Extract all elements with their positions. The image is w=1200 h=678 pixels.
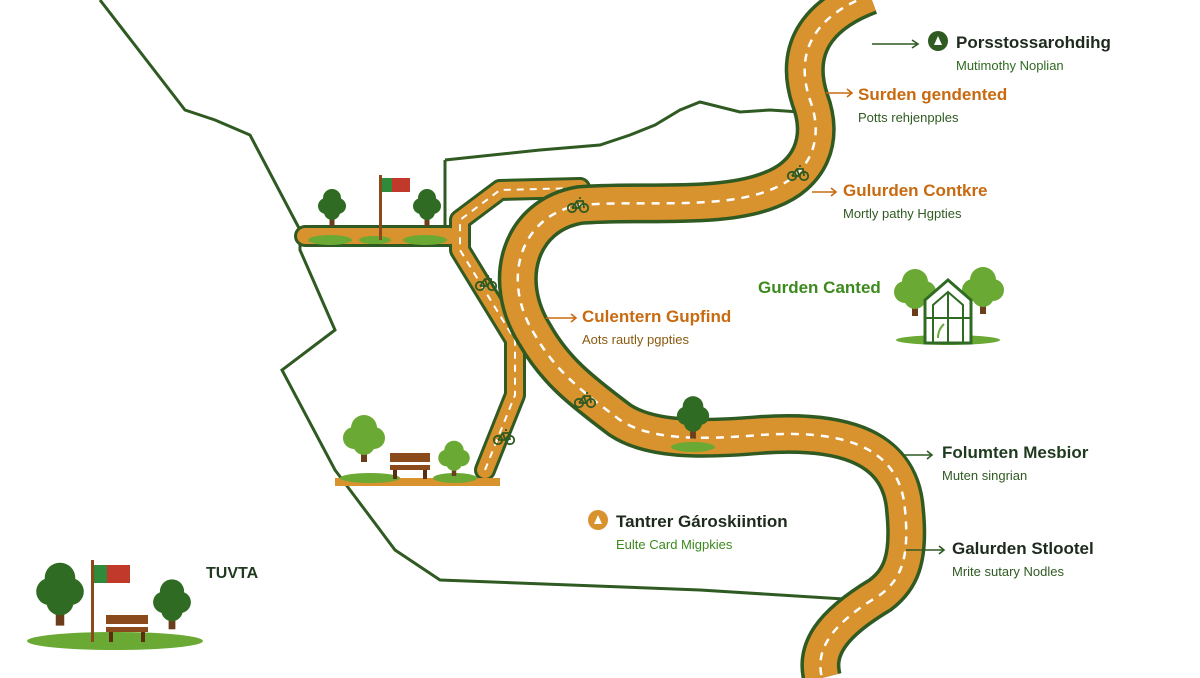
bench-icon	[390, 453, 430, 479]
region-boundary-inner	[443, 100, 801, 230]
legend-label: TUVTA	[206, 565, 259, 582]
tree-icon	[438, 440, 470, 476]
poi-subtitle: Eulte Card Migpkies	[616, 537, 733, 553]
tree-icon	[343, 415, 385, 462]
bench-icon	[106, 615, 148, 642]
poi-label-tantrer-garoskiintion[interactable]: Tantrer Gároskiintion Eulte Card Migpkie…	[588, 510, 788, 553]
label-connectors	[546, 39, 946, 555]
poi-label-folumten-mesbior[interactable]: Folumten Mesbior Muten singrian	[942, 443, 1088, 484]
flag-icon	[91, 560, 130, 642]
poi-label-galurden-stlootel[interactable]: Galurden Stlootel Mrite sutary Nodles	[952, 539, 1094, 580]
park-area-north	[308, 175, 447, 245]
poi-label-gulurden-contkre[interactable]: Gulurden Contkre Mortly pathy Hgpties	[843, 181, 988, 222]
region-boundary-outer	[98, 0, 861, 602]
poi-title: Galurden Stlootel	[952, 539, 1094, 558]
leaf-badge-icon	[928, 31, 948, 51]
tree-icon	[413, 189, 441, 226]
poi-title: Surden gendented	[858, 85, 1008, 104]
poi-subtitle: Potts rehjenpples	[858, 110, 959, 126]
poi-label-surden-gendented[interactable]: Surden gendented Potts rehjenpples	[858, 85, 1007, 126]
poi-subtitle: Mutimothy Noplian	[956, 58, 1064, 74]
flag-icon	[379, 175, 410, 240]
poi-title: Gulurden Contkre	[843, 181, 988, 200]
tree-icon	[153, 579, 191, 630]
poi-subtitle: Aots rautly pgpties	[582, 332, 689, 348]
poi-label-culentern-gupfind[interactable]: Culentern Gupfind Aots rautly pgpties	[582, 307, 731, 348]
greenhouse-icon	[894, 267, 1004, 345]
poi-title: Gurden Canted	[758, 278, 881, 297]
poi-label-porsstossarohdihg[interactable]: Porsstossarohdihg Mutimothy Noplian	[928, 31, 1111, 74]
leaf-badge-icon	[588, 510, 608, 530]
legend-illustration	[27, 560, 203, 650]
tree-icon	[36, 562, 84, 626]
poi-title: Porsstossarohdihg	[956, 33, 1111, 52]
poi-subtitle: Mortly pathy Hgpties	[843, 206, 962, 222]
poi-title: Tantrer Gároskiintion	[616, 512, 788, 531]
poi-title: Folumten Mesbior	[942, 443, 1089, 462]
park-area-west	[335, 415, 500, 486]
main-trail	[497, 0, 927, 678]
poi-label-gurden-canted[interactable]: Gurden Canted	[758, 278, 881, 298]
poi-title: Culentern Gupfind	[582, 307, 732, 326]
trailside-tree	[671, 396, 715, 452]
poi-subtitle: Muten singrian	[942, 468, 1028, 484]
poi-subtitle: Mrite sutary Nodles	[952, 564, 1064, 580]
tree-icon	[318, 189, 346, 226]
